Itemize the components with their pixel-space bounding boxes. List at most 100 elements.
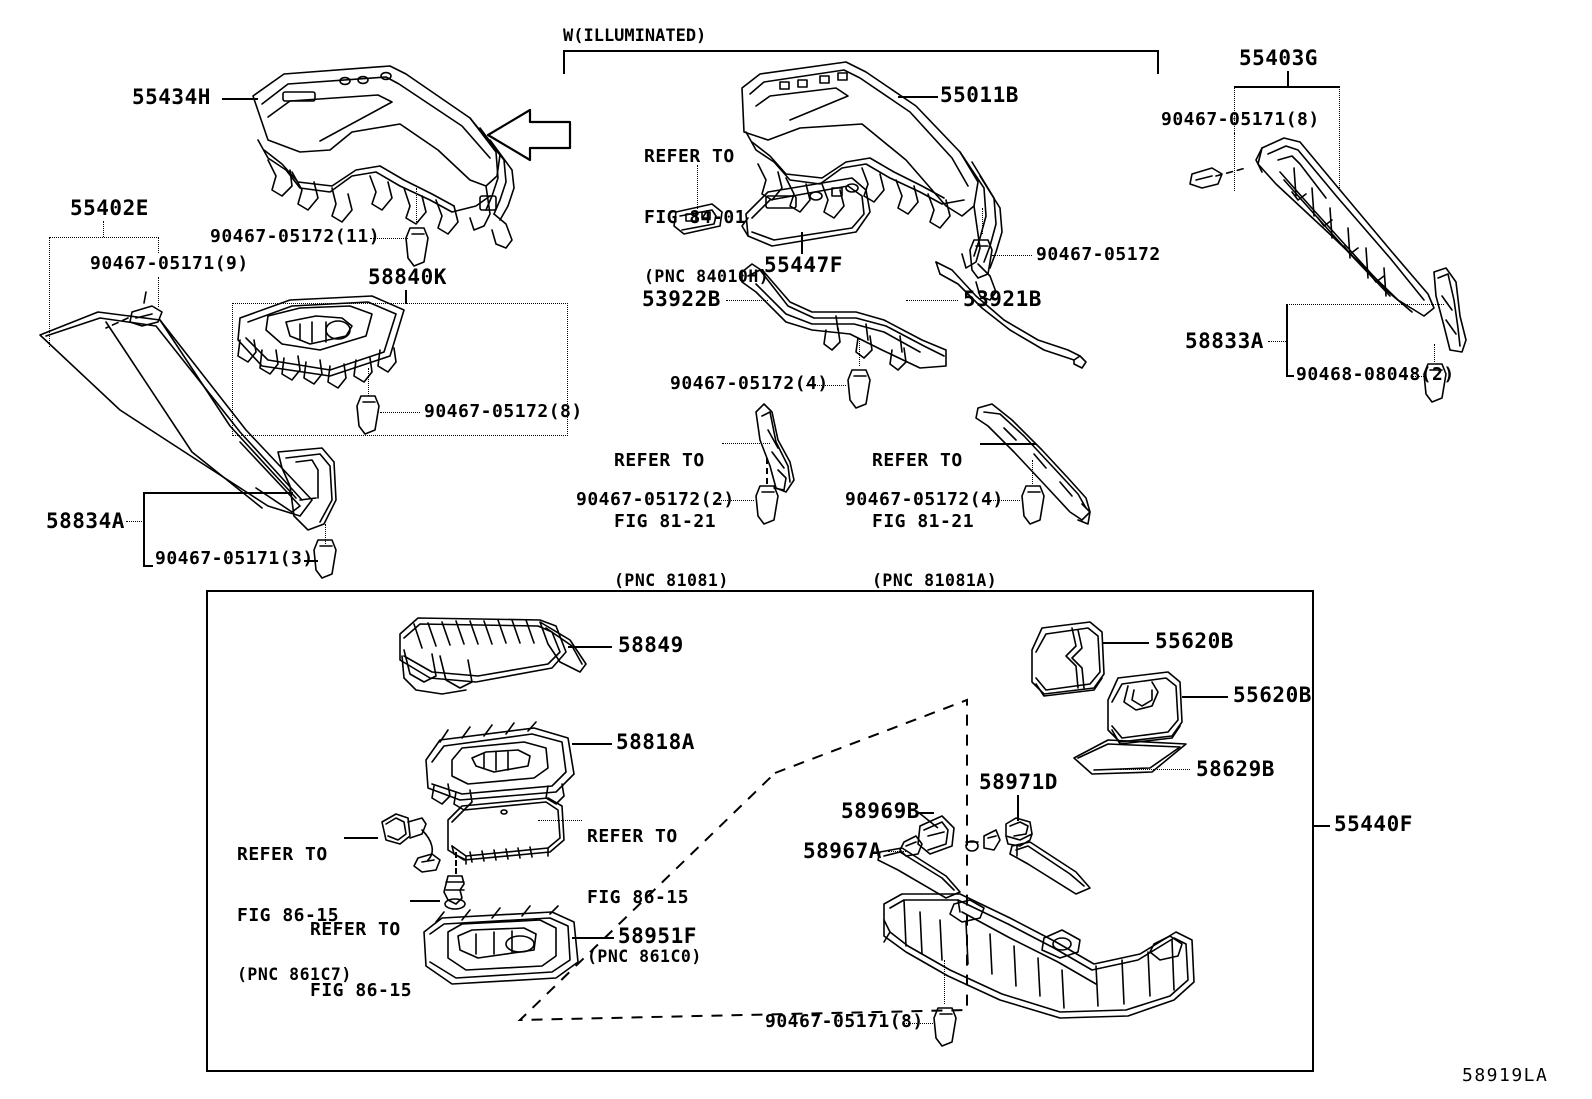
part-art-861C7 [382, 814, 440, 872]
leader-05171-8-top [1234, 133, 1235, 165]
part-label-55447F: 55447F [764, 253, 843, 277]
part-label-55440F: 55440F [1334, 812, 1413, 836]
leader-58849 [568, 646, 612, 648]
reference-86-15-c-line2: FIG 86-15 [310, 979, 413, 1001]
part-label-58629B: 58629B [1196, 757, 1275, 781]
leader-58967A [888, 851, 908, 852]
leader-55440F [1312, 825, 1330, 827]
part-label-58967A: 58967A [803, 839, 882, 863]
leader-58969B-h [918, 812, 934, 814]
reference-84-01-line3: (PNC 84010H) [644, 267, 770, 287]
leader-05172-4b [984, 500, 1020, 501]
leader-05172-8 [380, 412, 420, 413]
leader-05172 [992, 255, 1032, 256]
reference-81-21-a-line2: FIG 81-21 [614, 510, 717, 532]
part-art-55447F [742, 178, 870, 246]
fastener-label-05172-2: 90467-05172(2) [576, 489, 735, 510]
leader-84-01 [697, 165, 698, 209]
leader-55620B-lower [1182, 696, 1228, 698]
part-art-86-15-screw [444, 876, 465, 909]
bracket-58833A-bottom [1286, 375, 1294, 377]
fastener-label-08048-2: 90468-08048(2) [1296, 364, 1455, 385]
leader-05171-8-bottom [903, 1023, 933, 1024]
reference-86-15-a-line2: FIG 86-15 [237, 904, 340, 926]
reference-86-15-a: REFER TO FIG 86-15 (PNC 861C7) [237, 805, 352, 1025]
part-label-55434H: 55434H [132, 85, 211, 109]
reference-86-15-b-line2: FIG 86-15 [587, 886, 690, 908]
part-art-55402E [40, 312, 312, 516]
leader-08048-2 [1412, 376, 1426, 377]
bracket-58833A-top [1286, 304, 1444, 305]
part-art-55620B-upper [1032, 622, 1104, 696]
leader-58629B [1120, 769, 1190, 770]
part-art-58834A [278, 448, 336, 530]
fastener-label-05172: 90467-05172 [1036, 244, 1161, 265]
part-label-58951F: 58951F [618, 924, 697, 948]
fastener-label-05171-8-bottom: 90467-05171(8) [765, 1011, 924, 1032]
part-label-55402E: 55402E [70, 196, 149, 220]
fastener-label-05171-9: 90467-05171(9) [90, 253, 249, 274]
link-86-15-c [455, 852, 457, 874]
clip-icon-05171-9 [130, 292, 162, 326]
part-label-55403G: 55403G [1239, 46, 1318, 70]
part-art-84010H [674, 204, 722, 234]
bracket-58834A-bottom [143, 565, 153, 567]
reference-81-21-a: REFER TO FIG 81-21 (PNC 81081) [614, 411, 729, 631]
leader-53921B [906, 300, 958, 301]
reference-86-15-b: REFER TO FIG 86-15 (PNC 861C0) [587, 787, 702, 1007]
part-label-58849: 58849 [618, 633, 684, 657]
leader-55402E [103, 221, 104, 237]
reference-86-15-c-line1: REFER TO [310, 919, 401, 941]
fastener-label-05172-4a: 90467-05172(4) [670, 373, 829, 394]
leader-05172-2 [716, 500, 754, 501]
leader-86-15-b [538, 820, 582, 821]
group-box-55440F [206, 590, 1314, 1072]
part-label-58818A: 58818A [616, 730, 695, 754]
group-box-58840K [232, 303, 568, 436]
part-label-53922B: 53922B [642, 287, 721, 311]
part-art-53921B [936, 262, 1086, 368]
part-label-55620B-upper: 55620B [1155, 629, 1234, 653]
link-08048-2 [1434, 344, 1435, 362]
bracket-58834A-vert [143, 492, 145, 567]
part-art-58840K [238, 296, 404, 388]
reference-86-15-c: REFER TO FIG 86-15 [310, 880, 412, 1041]
part-art-55620B-lower [1108, 672, 1182, 744]
reference-84-01: REFER TO FIG 84-01 (PNC 84010H) [644, 107, 769, 327]
bracket-55402E-top [49, 237, 159, 238]
leader-53922B [726, 300, 768, 301]
illuminated-bracket-right-tick [1157, 50, 1160, 74]
bracket-55402E-right [158, 237, 159, 253]
condition-note: W(ILLUMINATED) [563, 26, 707, 46]
reference-81-21-a-line3: (PNC 81081) [614, 571, 729, 591]
leader-58951F [572, 937, 614, 939]
part-label-55620B-lower: 55620B [1233, 683, 1312, 707]
reference-81-21-a-line1: REFER TO [614, 450, 705, 472]
reference-86-15-a-line3: (PNC 861C7) [237, 965, 352, 985]
reference-86-15-b-line3: (PNC 861C0) [587, 947, 702, 967]
part-art-58629B [1074, 740, 1186, 774]
leader-05172-4a [806, 385, 846, 386]
reference-86-15-a-line1: REFER TO [237, 844, 328, 866]
fastener-label-05171-3: 90467-05171(3) [155, 548, 314, 569]
clip-icon-05171-8-top [1190, 168, 1222, 188]
part-art-81081A [976, 404, 1090, 524]
link-05172-4b [1032, 460, 1033, 484]
reference-86-15-b-line1: REFER TO [587, 826, 678, 848]
leader-58833A [1268, 341, 1286, 342]
link-05172-8 [368, 368, 369, 396]
fastener-label-05171-8-top: 90467-05171(8) [1161, 109, 1320, 130]
bracket-55403G-right [1339, 86, 1340, 188]
leader-55403G [1287, 71, 1289, 86]
part-art-58849 [400, 618, 586, 694]
link-05172-11 [416, 188, 417, 224]
leader-05172-11 [370, 238, 408, 239]
part-art-55434H [253, 66, 514, 248]
leader-05171-9 [158, 277, 159, 307]
part-label-58833A: 58833A [1185, 329, 1264, 353]
illuminated-bracket-top [563, 50, 1159, 53]
part-label-58971D: 58971D [979, 770, 1058, 794]
part-art-55011B [742, 62, 1002, 300]
bracket-58833A-vert [1286, 304, 1288, 376]
